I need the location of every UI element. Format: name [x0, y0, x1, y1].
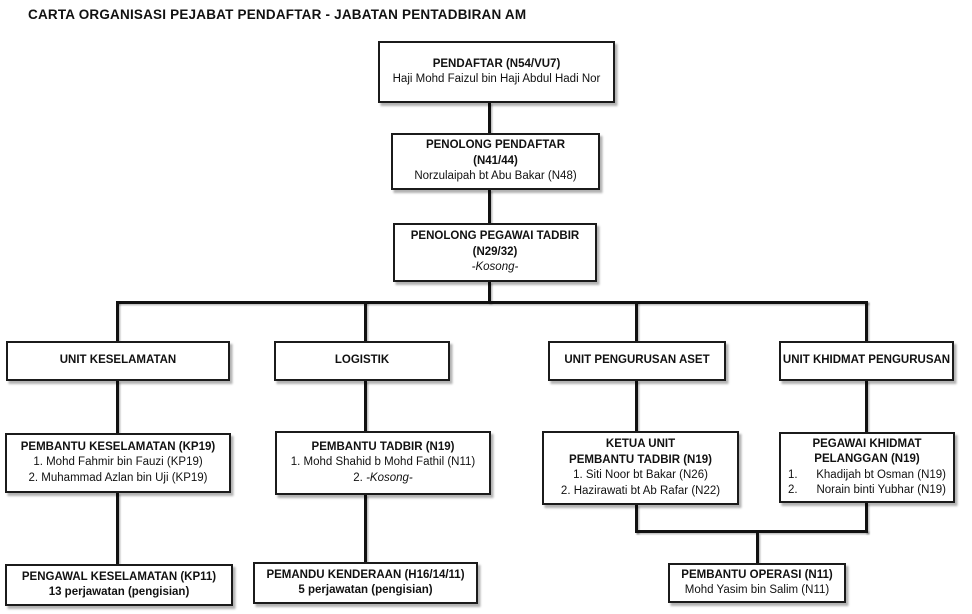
org-box-unit-pengurusan-aset: UNIT PENGURUSAN ASET — [548, 341, 726, 381]
org-box-unit-keselamatan: UNIT KESELAMATAN — [6, 341, 230, 381]
connector-line-v — [364, 495, 367, 562]
org-box-pembantu-keselamatan: PEMBANTU KESELAMATAN (KP19) 1. Mohd Fahm… — [5, 433, 231, 493]
connector-line-v — [635, 505, 638, 533]
org-box-pendaftar: PENDAFTAR (N54/VU7) Haji Mohd Faizul bin… — [378, 41, 615, 103]
box-title: PEMBANTU OPERASI (N11) — [681, 568, 833, 581]
box-grade: (N41/44) — [473, 154, 518, 167]
box-title: PENGAWAL KESELAMATAN (KP11) — [21, 570, 217, 583]
box-title: PENDAFTAR (N54/VU7) — [432, 57, 561, 70]
box-vacant-label: -Kosong- — [471, 261, 519, 274]
org-box-pemandu-kenderaan: PEMANDU KENDERAAN (H16/14/11) 5 perjawat… — [253, 562, 478, 604]
member-item: 2. Norain binti Yubhar (N19) — [788, 483, 946, 499]
org-box-logistik: LOGISTIK — [274, 341, 450, 381]
org-box-pegawai-khidmat-pelanggan: PEGAWAI KHIDMAT PELANGGAN (N19) 1. Khadi… — [779, 432, 955, 503]
connector-line-v — [865, 381, 868, 432]
box-detail: 13 perjawatan (pengisian) — [48, 586, 190, 598]
box-title: PEMBANTU TADBIR (N19) — [311, 440, 455, 453]
connector-line-v — [116, 493, 119, 564]
member-number: 1. — [788, 468, 798, 481]
member-item: 1. Khadijah bt Osman (N19) — [788, 468, 946, 484]
member-item: 1. Mohd Fahmir bin Fauzi (KP19) — [33, 456, 203, 469]
box-title: LOGISTIK — [334, 354, 390, 367]
org-box-pembantu-operasi: PEMBANTU OPERASI (N11) Mohd Yasim bin Sa… — [668, 563, 846, 603]
connector-line-v — [364, 381, 367, 431]
org-box-pengawal-keselamatan: PENGAWAL KESELAMATAN (KP11) 13 perjawata… — [5, 564, 233, 606]
box-title: UNIT PENGURUSAN ASET — [564, 354, 710, 367]
connector-line-v — [488, 190, 491, 223]
connector-line-v — [865, 503, 868, 533]
box-title: PEGAWAI KHIDMAT — [812, 437, 922, 450]
member-item: 2. Hazirawati bt Ab Rafar (N22) — [560, 484, 721, 497]
member-item: 1. Siti Noor bt Bakar (N26) — [573, 469, 708, 481]
connector-line-v — [488, 103, 491, 133]
member-name: Khadijah bt Osman (N19) — [816, 468, 946, 481]
box-detail: 5 perjawatan (pengisian) — [298, 584, 433, 596]
chart-title: CARTA ORGANISASI PEJABAT PENDAFTAR - JAB… — [28, 7, 527, 22]
connector-line-v — [635, 381, 638, 431]
connector-line-v — [635, 301, 638, 341]
org-box-pembantu-tadbir: PEMBANTU TADBIR (N19) 1. Mohd Shahid b M… — [275, 431, 491, 495]
box-title: PENOLONG PENDAFTAR — [425, 139, 566, 152]
box-title: PENOLONG PEGAWAI TADBIR — [410, 230, 580, 243]
member-item: 1. Mohd Shahid b Mohd Fathil (N11) — [290, 456, 476, 469]
box-title: KETUA UNIT — [605, 438, 676, 450]
box-person-name: Norzulaipah bt Abu Bakar (N48) — [414, 170, 577, 183]
connector-line-v — [756, 533, 759, 563]
org-box-ketua-unit-pembantu-tadbir: KETUA UNIT PEMBANTU TADBIR (N19) 1. Siti… — [542, 431, 739, 505]
member-number: 2. — [788, 484, 798, 496]
connector-line-v — [364, 301, 367, 341]
box-title: PEMBANTU KESELAMATAN (KP19) — [20, 440, 216, 453]
box-person-name: Haji Mohd Faizul bin Haji Abdul Hadi Nor — [392, 73, 601, 85]
connector-line-v — [116, 381, 119, 433]
connector-line-h — [635, 530, 868, 533]
connector-line-v — [116, 301, 119, 341]
org-box-penolong-pendaftar: PENOLONG PENDAFTAR (N41/44) Norzulaipah … — [391, 133, 600, 190]
box-title: UNIT KESELAMATAN — [59, 354, 177, 367]
connector-line-v — [865, 301, 868, 341]
box-person-name: Mohd Yasim bin Salim (N11) — [684, 584, 830, 596]
box-title-line2: PELANGGAN (N19) — [814, 453, 920, 465]
org-box-unit-khidmat-pengurusan: UNIT KHIDMAT PENGURUSAN — [779, 341, 954, 381]
org-box-penolong-pegawai-tadbir: PENOLONG PEGAWAI TADBIR (N29/32) -Kosong… — [393, 223, 597, 282]
connector-line-v — [488, 282, 491, 303]
box-title-line2: PEMBANTU TADBIR (N19) — [569, 453, 712, 466]
member-item: 2. Muhammad Azlan bin Uji (KP19) — [28, 471, 208, 484]
vacant-label: -Kosong- — [366, 471, 413, 484]
member-number: 2. — [353, 471, 363, 484]
box-grade: (N29/32) — [472, 245, 518, 258]
connector-line-h — [116, 301, 868, 304]
member-name: Norain binti Yubhar (N19) — [816, 484, 946, 496]
box-title: UNIT KHIDMAT PENGURUSAN — [782, 354, 951, 367]
box-title: PEMANDU KENDERAAN (H16/14/11) — [266, 568, 465, 581]
member-item: 2. -Kosong- — [353, 471, 412, 487]
